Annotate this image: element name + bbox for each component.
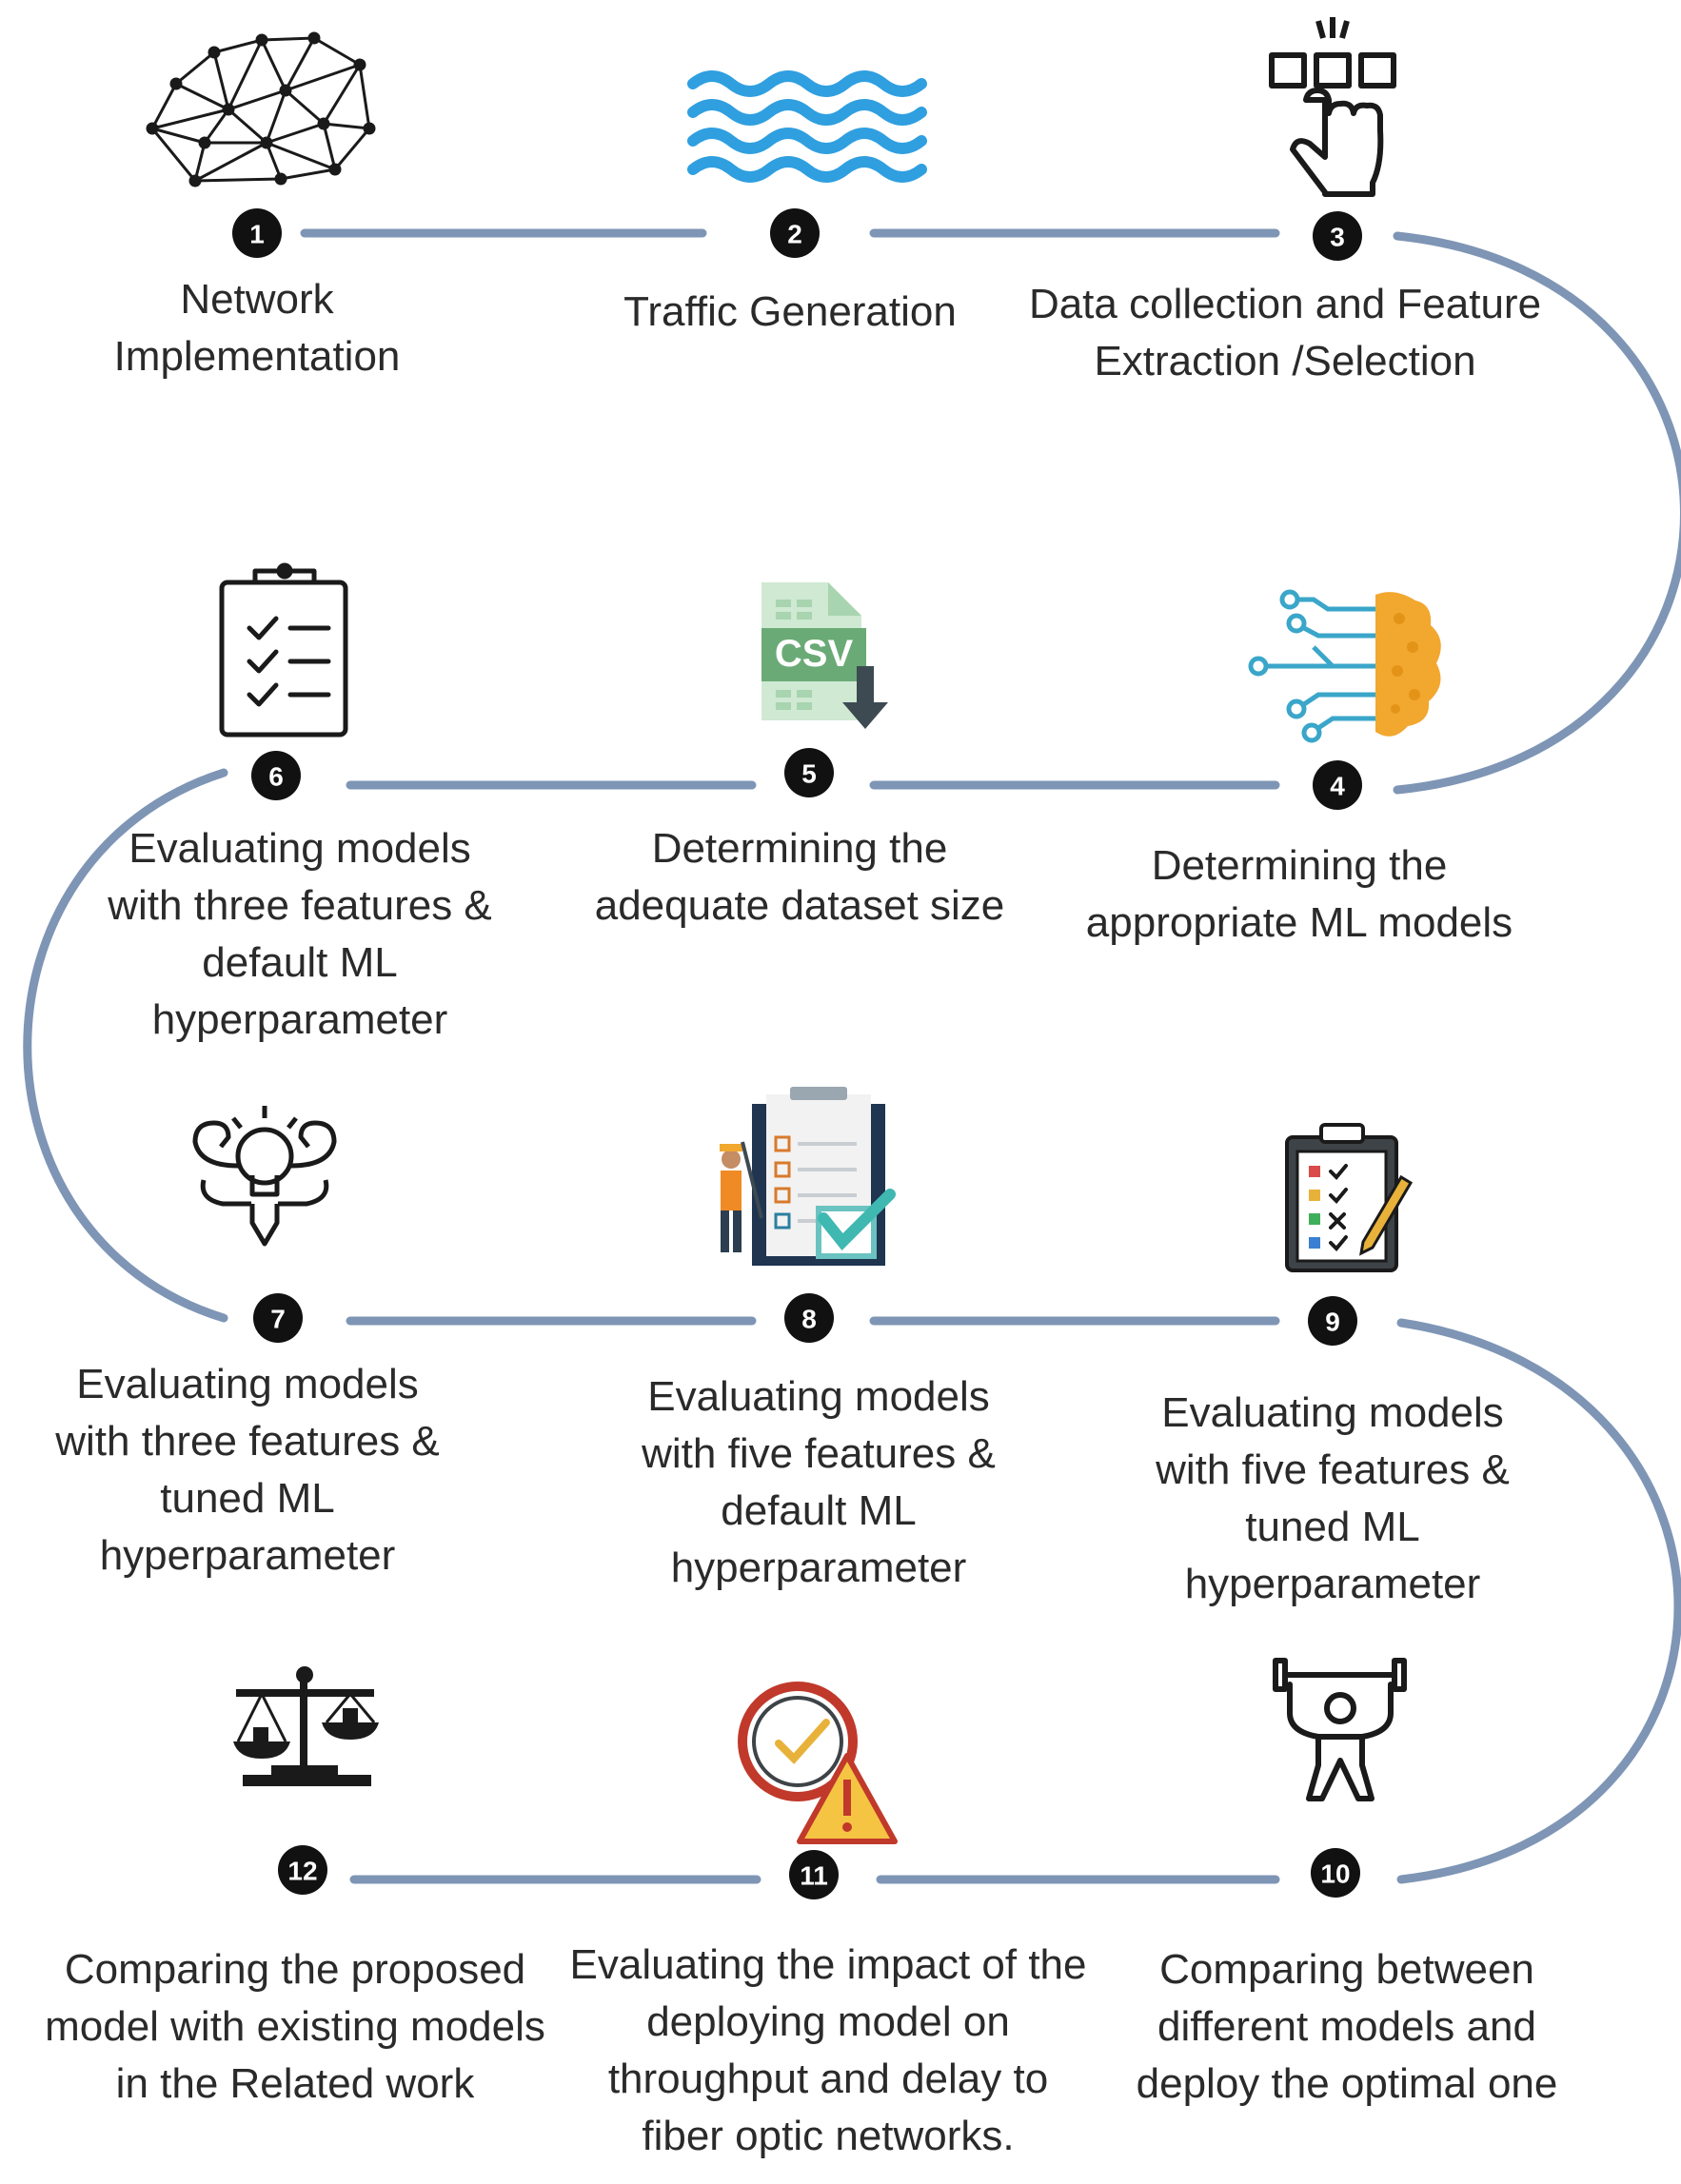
step-badge-3: 3	[1313, 211, 1362, 261]
step-badge-circle	[1311, 1848, 1360, 1898]
step-label-12: Comparing the proposed model with existi…	[45, 1946, 545, 2107]
connectors	[23, 228, 1681, 1884]
checklist-clipboard-icon	[219, 562, 348, 738]
step-label-4: Determining the appropriate ML models	[1085, 842, 1513, 946]
step-badge-number: 9	[1325, 1308, 1340, 1337]
step-badge-number: 8	[801, 1305, 817, 1334]
step-badge-7: 7	[253, 1293, 303, 1343]
step-badge-number: 10	[1320, 1859, 1350, 1889]
step-badge-number: 7	[270, 1305, 286, 1334]
waves-icon	[687, 70, 927, 183]
step-label-3: Data collection and Feature Extraction /…	[1028, 281, 1542, 384]
step-label-7: Evaluating models with three features & …	[55, 1361, 440, 1579]
step-label-1: Network Implementation	[113, 276, 401, 380]
worker-clipboard-icon	[720, 1087, 896, 1266]
step-badge-1: 1	[232, 208, 282, 258]
step-label-10: Comparing between different models and d…	[1136, 1946, 1558, 2107]
step-badge-circle	[232, 208, 282, 258]
step-badge-circle	[253, 1293, 303, 1343]
step-label-9: Evaluating models with five features & t…	[1156, 1389, 1510, 1607]
step-badge-circle	[278, 1845, 327, 1895]
connector-6-7-arc	[23, 768, 228, 1323]
step-badge-number: 2	[787, 220, 802, 249]
step-badge-number: 1	[249, 220, 265, 249]
step-badge-circle	[1313, 760, 1362, 810]
step-badge-number: 3	[1330, 223, 1345, 252]
csv-label: CSV	[775, 633, 854, 675]
step-badge-number: 5	[801, 759, 817, 789]
step-badge-circle	[784, 1293, 834, 1343]
step-badge-circle	[251, 751, 301, 800]
step-badge-circle	[1313, 211, 1362, 261]
brain-circuit-icon	[1248, 589, 1441, 743]
network-mesh-icon	[146, 31, 376, 187]
csv-download-icon: CSV	[761, 582, 888, 729]
hand-select-icon	[1269, 17, 1396, 197]
step-badge-9: 9	[1308, 1296, 1357, 1346]
clock-alert-icon	[738, 1682, 898, 1844]
step-badge-12: 12	[278, 1845, 327, 1895]
step-badge-8: 8	[784, 1293, 834, 1343]
step-label-6: Evaluating models with three features & …	[108, 825, 492, 1043]
step-label-8: Evaluating models with five features & d…	[642, 1373, 996, 1591]
step-label-11: Evaluating the impact of the deploying m…	[569, 1941, 1087, 2159]
step-badge-5: 5	[784, 748, 834, 797]
step-badge-4: 4	[1313, 760, 1362, 810]
connector-3-4-arc	[1393, 231, 1681, 795]
step-badge-number: 6	[268, 762, 284, 792]
step-badge-number: 4	[1330, 772, 1345, 801]
weightlifter-icon	[1273, 1658, 1407, 1801]
step-badge-number: 11	[800, 1861, 828, 1891]
step-label-5: Determining the adequate dataset size	[594, 825, 1005, 929]
step-label-2: Traffic Generation	[623, 288, 957, 335]
step-badge-6: 6	[251, 751, 301, 800]
balance-scale-icon	[233, 1666, 379, 1786]
task-clipboard-icon	[1285, 1123, 1414, 1272]
step-badge-circle	[784, 748, 834, 797]
strong-lightbulb-icon	[192, 1106, 337, 1247]
step-badge-2: 2	[770, 208, 820, 258]
connector-9-10-arc	[1396, 1318, 1681, 1884]
step-badge-circle	[789, 1850, 839, 1899]
step-badge-circle	[1308, 1296, 1357, 1346]
step-badge-10: 10	[1311, 1848, 1360, 1898]
step-badge-number: 12	[287, 1857, 317, 1886]
step-badge-11: 11	[789, 1850, 839, 1899]
step-badge-circle	[770, 208, 820, 258]
